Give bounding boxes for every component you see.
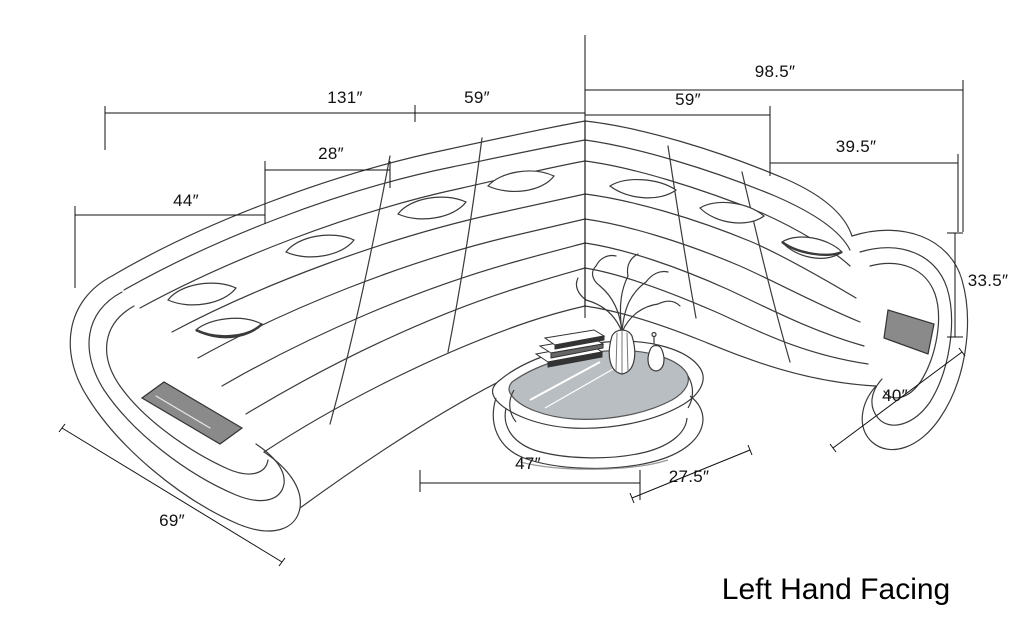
book-stack [534,329,606,368]
dim-chaise-length: 69″ [159,511,185,530]
decor-bottle [647,344,665,372]
dim-left-corner-back: 59″ [464,88,490,107]
dim-right-back-seat: 39.5″ [835,137,877,156]
dim-left-total: 131″ [327,88,363,107]
dim-table-width: 47″ [515,454,541,473]
right-arm [851,229,969,451]
right-arm-glass-shelf [883,309,935,355]
sofa-outline [111,120,877,509]
dimension-lines [58,35,966,567]
dim-right-corner-back: 59″ [675,90,701,109]
left-arm-glass-shelf [140,381,244,445]
dim-table-depth: 27.5″ [668,467,710,486]
dim-right-arm-width: 40″ [882,386,908,405]
dim-back-height: 33.5″ [967,271,1009,290]
back-pillows [167,170,843,339]
left-arm [69,275,301,532]
orientation-caption: Left Hand Facing [721,573,951,606]
dim-right-total: 98.5″ [754,62,796,81]
plant-vase [575,253,681,375]
coffee-table [491,340,704,470]
dim-left-chaise-back: 44″ [173,191,199,210]
dim-left-back-seat: 28″ [318,144,344,163]
